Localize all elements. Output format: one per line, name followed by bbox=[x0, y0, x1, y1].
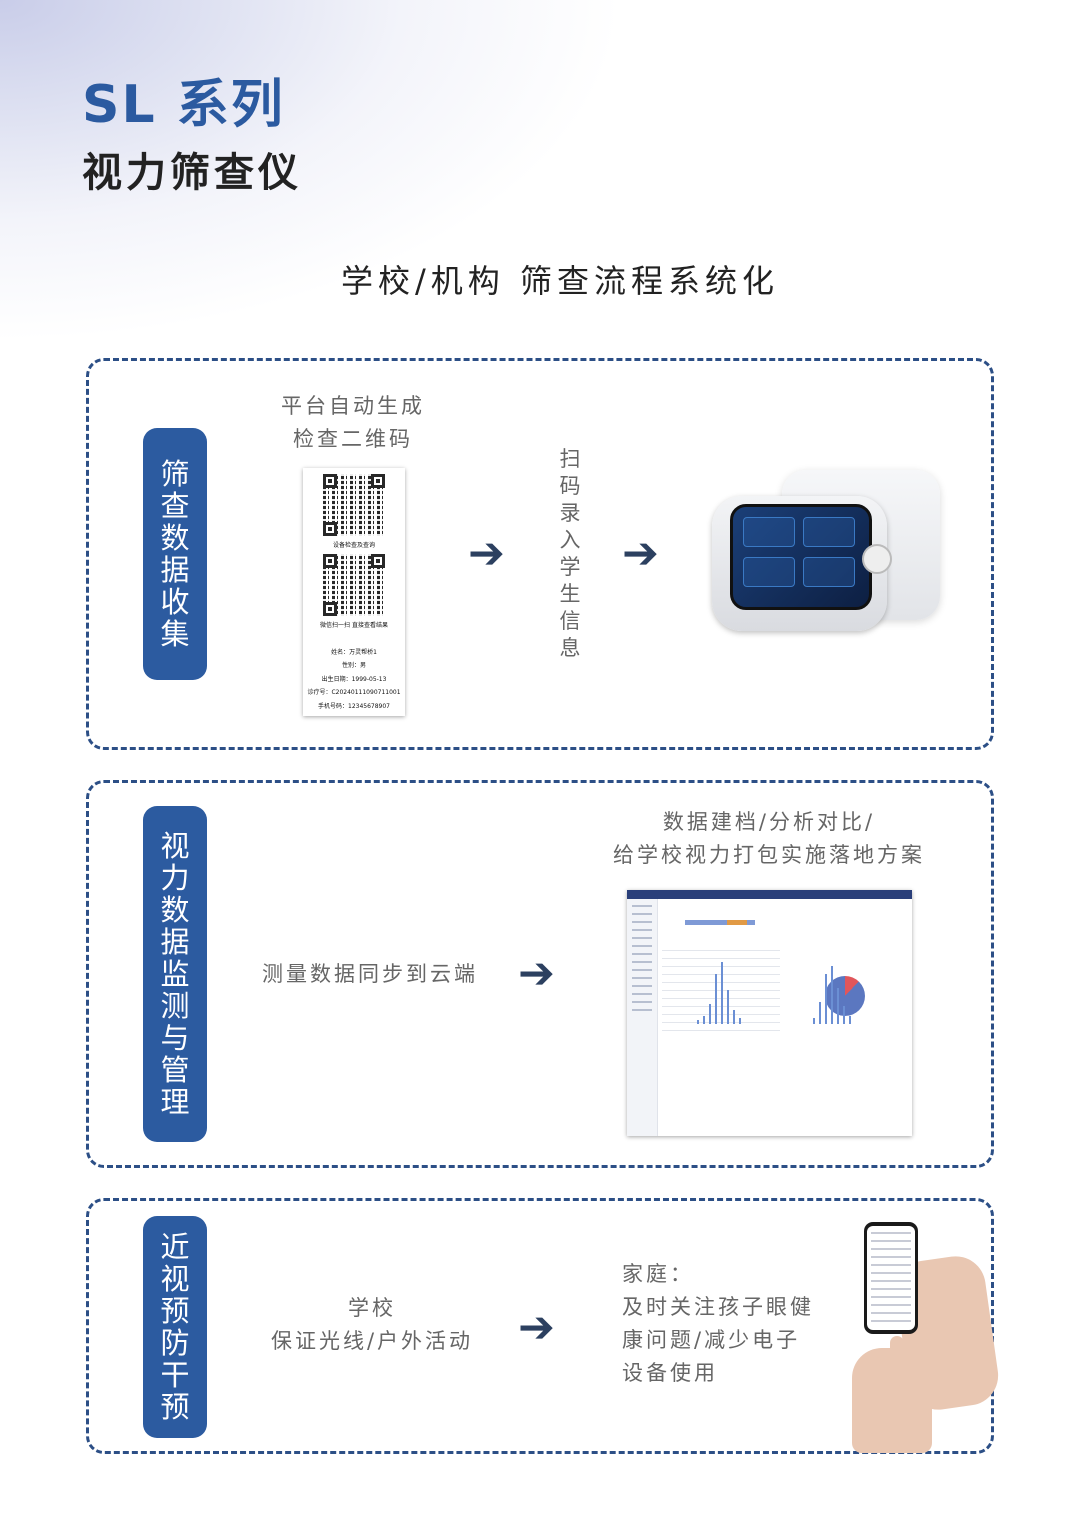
ticket-record: 诊疗号：C20240111090711001 bbox=[307, 689, 401, 696]
step-scan-text: 扫码录入学生信息 bbox=[559, 447, 581, 660]
phone-in-hand-image bbox=[842, 1218, 1003, 1453]
vision-screener-device-image bbox=[712, 470, 940, 640]
ticket-gender: 性别：男 bbox=[341, 662, 366, 669]
series-title: SL 系列 bbox=[82, 75, 285, 135]
product-title: 视力筛查仪 bbox=[82, 150, 302, 196]
sync-cloud-text: 测量数据同步到云端 bbox=[262, 962, 478, 986]
header-background bbox=[0, 0, 1080, 380]
panel-myopia-prevention bbox=[86, 1198, 994, 1454]
tag-data-collection: 筛查数据收集 bbox=[143, 428, 207, 680]
arrow-right-icon: ➔ bbox=[518, 948, 555, 999]
qr1-caption: 设备检查及查询 bbox=[332, 542, 375, 549]
data-archive-text: 数据建档/分析对比/ 给学校视力打包实施落地方案 bbox=[613, 810, 925, 867]
ticket-name: 姓名：万灵帮桥1 bbox=[331, 649, 377, 656]
cloud-dashboard-screenshot bbox=[627, 890, 912, 1136]
qr-code-image bbox=[323, 554, 385, 616]
family-measures-text: 家庭： 及时关注孩子眼健 康问题/减少电子 设备使用 bbox=[622, 1262, 814, 1385]
arrow-right-icon: ➔ bbox=[622, 528, 659, 579]
ticket-birth: 出生日期：1999-05-13 bbox=[321, 676, 387, 683]
panel-data-management bbox=[86, 780, 994, 1168]
arrow-right-icon: ➔ bbox=[518, 1302, 555, 1353]
tag-myopia-prevention: 近视预防干预 bbox=[143, 1216, 207, 1438]
arrow-right-icon: ➔ bbox=[468, 528, 505, 579]
qr2-caption: 微信扫一扫 直接查看结果 bbox=[320, 622, 388, 629]
ticket-phone: 手机号码：12345678907 bbox=[318, 703, 390, 710]
step-generate-qr-text: 平台自动生成 检查二维码 bbox=[281, 394, 425, 451]
tag-data-management: 视力数据监测与管理 bbox=[143, 806, 207, 1142]
qr-code-image bbox=[323, 474, 385, 536]
school-measures-text: 学校 保证光线/户外活动 bbox=[270, 1296, 474, 1353]
page-subtitle: 学校/机构 筛查流程系统化 bbox=[341, 262, 779, 300]
qr-ticket: 设备检查及查询 微信扫一扫 直接查看结果 姓名：万灵帮桥1 性别：男 出生日期：… bbox=[303, 468, 405, 716]
panel-data-collection bbox=[86, 358, 994, 750]
